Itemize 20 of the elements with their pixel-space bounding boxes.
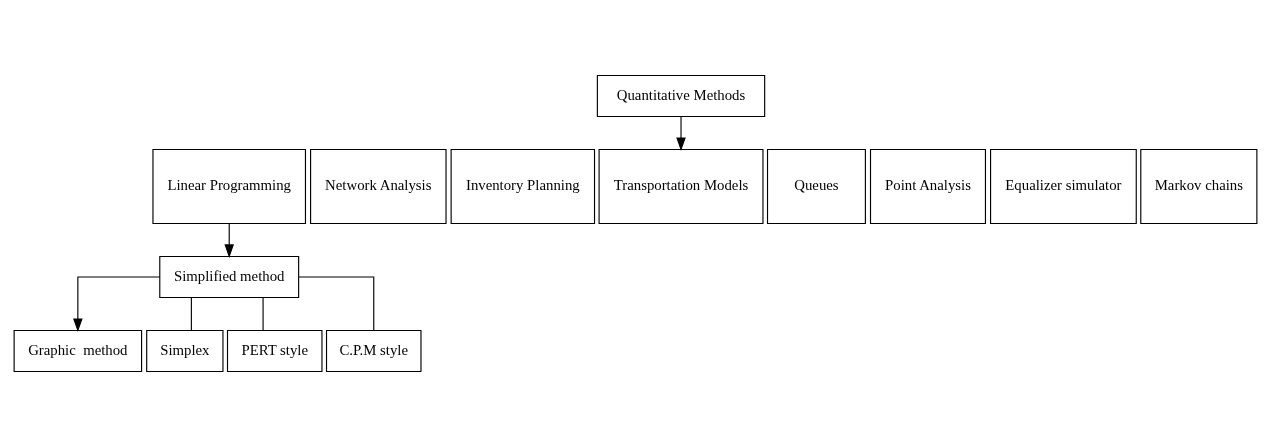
node-box: Quantitative Methods <box>596 75 766 118</box>
node-box: Markov chains <box>1140 148 1258 225</box>
node-box: Linear Programming <box>152 148 307 225</box>
connector <box>298 276 375 331</box>
node-box: Simplex <box>146 329 224 372</box>
connector <box>190 297 192 332</box>
node-box: Queues <box>766 148 866 225</box>
arrow <box>676 116 686 152</box>
node-box: Equalizer simulator <box>990 148 1137 225</box>
node-box: Point Analysis <box>869 148 987 225</box>
node-box: Network Analysis <box>310 148 447 225</box>
node-box: Inventory Planning <box>450 148 596 225</box>
node-box: Transportation Models <box>598 148 764 225</box>
node-box: Graphic method <box>13 329 143 372</box>
arrow <box>224 223 234 259</box>
node-box: C.P.M style <box>325 329 422 372</box>
node-box: Simplified method <box>159 255 300 299</box>
connector <box>262 297 264 332</box>
arrow <box>73 276 161 333</box>
node-box: PERT style <box>226 329 323 372</box>
